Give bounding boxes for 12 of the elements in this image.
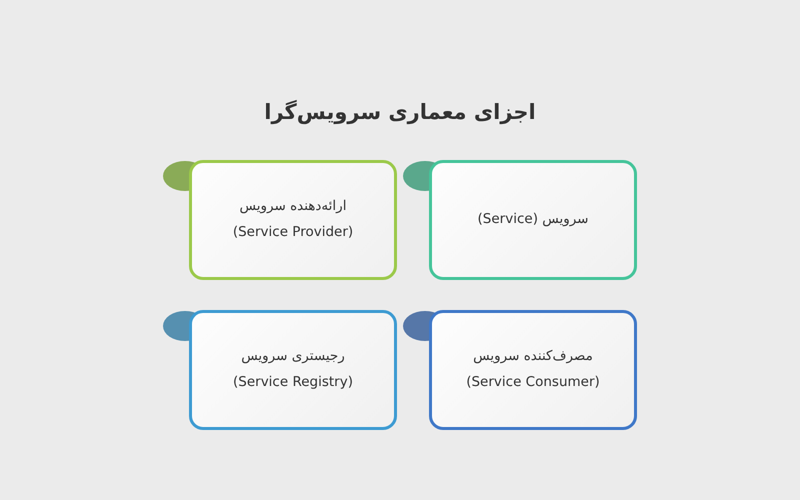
component-card <box>189 310 397 430</box>
card-text: (Service Provider) <box>232 223 354 242</box>
component-card <box>429 160 637 280</box>
card-text: مصرف‌کننده سرویس <box>473 347 593 366</box>
diagram-title: اجزای معماری سرویس‌گرا <box>263 100 537 124</box>
card-text: (Service Registry) <box>232 373 353 392</box>
card-text: رجیستری سرویس <box>241 347 345 366</box>
card-text: (Service Consumer) <box>466 373 600 392</box>
card-text: سرویس (Service) <box>478 210 588 230</box>
component-card <box>189 160 397 280</box>
component-card <box>429 310 637 430</box>
card-text: ارائه‌دهنده سرویس <box>240 197 346 216</box>
